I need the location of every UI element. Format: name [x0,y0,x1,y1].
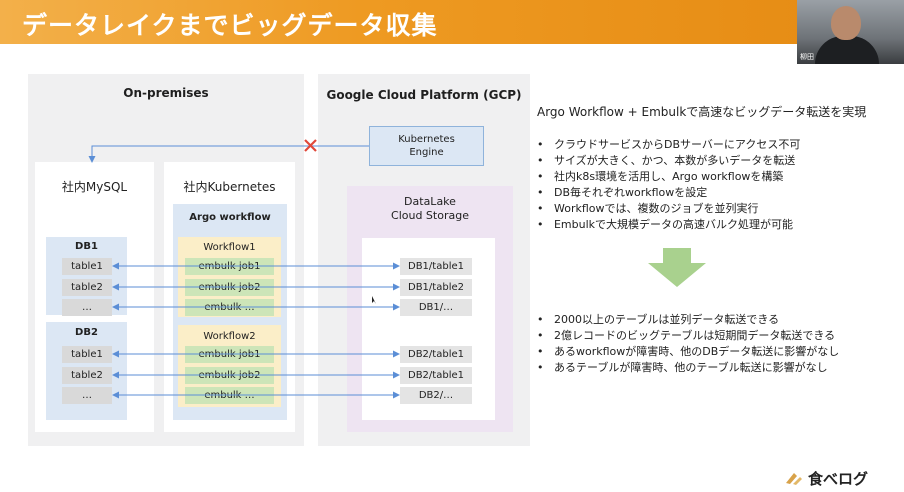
mouse-cursor-icon [372,296,376,304]
kubernetes-engine-line2: Engine [409,147,444,158]
workflow2-title: Workflow2 [203,331,256,342]
gcp-title: Google Cloud Platform (GCP) [326,88,522,102]
feature-item: • サイズが大きく、かつ、本数が多いデータを転送 [537,154,796,167]
feature-item: • Workflowでは、複数のジョブを並列実行 [537,202,759,215]
db2-title: DB2 [75,327,98,338]
tabelog-logo-icon [786,473,802,485]
workflow1-title: Workflow1 [203,242,256,253]
result-item: • 2000以上のテーブルは並列データ転送できる [537,313,780,326]
slide-header [0,0,904,44]
db2-table1: table1 [62,346,112,363]
kubernetes-engine-box: Kubernetes Engine [369,126,484,166]
feature-item: • DB毎それぞれworkflowを設定 [537,186,708,199]
target-db2-more: DB2/… [400,387,472,404]
argo-workflow-title: Argo workflow [189,212,271,223]
kubernetes-engine-line1: Kubernetes [398,134,455,145]
db1-table2: table2 [62,279,112,296]
presenter-head [831,6,861,40]
down-arrow-icon [648,248,706,287]
db1-title: DB1 [75,241,98,252]
feature-item: • Embulkで大規模データの高速バルク処理が可能 [537,218,794,231]
db2-table2: table2 [62,367,112,384]
result-item: • 2億レコードのビッグテーブルは短期間データ転送できる [537,329,836,342]
target-db1-table1: DB1/table1 [400,258,472,275]
blocked-access-arrow [88,145,369,163]
db1-table1: table1 [62,258,112,275]
blocked-x-icon [304,139,317,152]
feature-list: • クラウドサービスからDBサーバーにアクセス不可 • サイズが大きく、かつ、本… [537,136,800,232]
mysql-title: 社内MySQL [61,180,128,194]
slide-title: データレイクまでビッグデータ収集 [22,11,438,40]
onprem-title: On-premises [123,86,209,100]
target-db2-table1: DB2/table1 [400,346,472,363]
presenter-name: 柳田 [800,53,814,61]
presenter-video: 柳田 [797,0,904,64]
feature-item: • クラウドサービスからDBサーバーにアクセス不可 [537,138,801,151]
db2-more: … [62,387,112,404]
result-item: • あるテーブルが障害時、他のテーブル転送に影響がなし [537,361,828,374]
db1-more: … [62,299,112,316]
target-db1-table2: DB1/table2 [400,279,472,296]
datalake-title-line1: DataLake [404,195,456,208]
feature-item: • 社内k8s環境を活用し、Argo workflowを構築 [537,170,784,183]
result-list: • 2000以上のテーブルは並列データ転送できる • 2億レコードのビッグテーブ… [537,311,839,375]
datalake-title-line2: Cloud Storage [391,209,469,222]
target-db2-table2: DB2/table1 [400,367,472,384]
summary-heading: Argo Workflow + Embulkで高速なビッグデータ転送を実現 [537,105,867,119]
tabelog-logo-text: 食べログ [808,470,869,488]
k8s-title: 社内Kubernetes [183,180,276,194]
target-db1-more: DB1/… [400,299,472,316]
result-item: • あるworkflowが障害時、他のDBデータ転送に影響がなし [537,345,840,358]
